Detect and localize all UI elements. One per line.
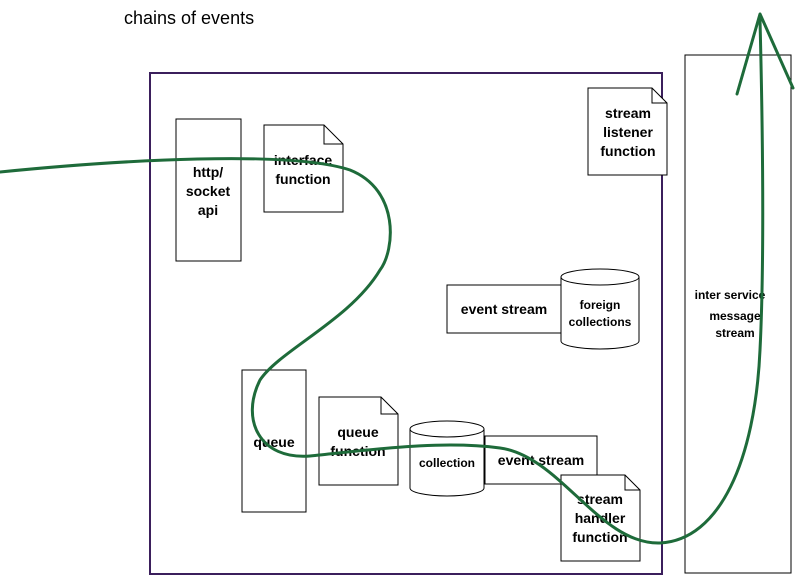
http-socket-api-line-1: http/ (193, 164, 223, 180)
http-socket-api-line-3: api (198, 202, 218, 218)
foreign-collections-line-1: foreign (580, 298, 621, 312)
foreign-collections-line-2: collections (569, 315, 632, 329)
stream-listener-function-node: stream listener function (587, 87, 668, 176)
event-stream-bottom-label: event stream (498, 452, 584, 468)
event-flow-curve (0, 18, 765, 545)
collection-node: collection (409, 420, 485, 497)
http-socket-api-node: http/ socket api (175, 118, 242, 262)
interface-function-node: interface function (263, 124, 344, 213)
inter-service-message-stream-line-2: message (709, 309, 761, 323)
stream-listener-function-line-2: listener (603, 124, 653, 140)
service-boundary (149, 72, 663, 575)
stream-listener-function-line-3: function (600, 143, 655, 159)
stream-listener-function-line-1: stream (605, 105, 651, 121)
queue-function-node: queue function (318, 396, 399, 486)
queue-node: queue (241, 369, 307, 513)
inter-service-message-stream-line-1: inter service (695, 288, 766, 302)
http-socket-api-line-2: socket (186, 183, 231, 199)
inter-service-message-stream-line-3: stream (715, 326, 754, 340)
foreign-collections-node: foreign collections (560, 268, 640, 350)
flow-arrowhead-icon (735, 12, 795, 96)
collection-label: collection (419, 456, 475, 470)
event-stream-top-label: event stream (461, 301, 547, 317)
diagram-title: chains of events (124, 8, 254, 28)
queue-function-line-1: queue (337, 424, 378, 440)
queue-label: queue (253, 434, 294, 450)
stream-handler-function-line-1: stream (577, 491, 623, 507)
event-stream-top-node: event stream (446, 284, 563, 334)
inter-service-message-stream-node: inter service message stream (684, 54, 792, 574)
interface-function-line-2: function (275, 171, 330, 187)
stream-handler-function-line-3: function (572, 529, 627, 545)
